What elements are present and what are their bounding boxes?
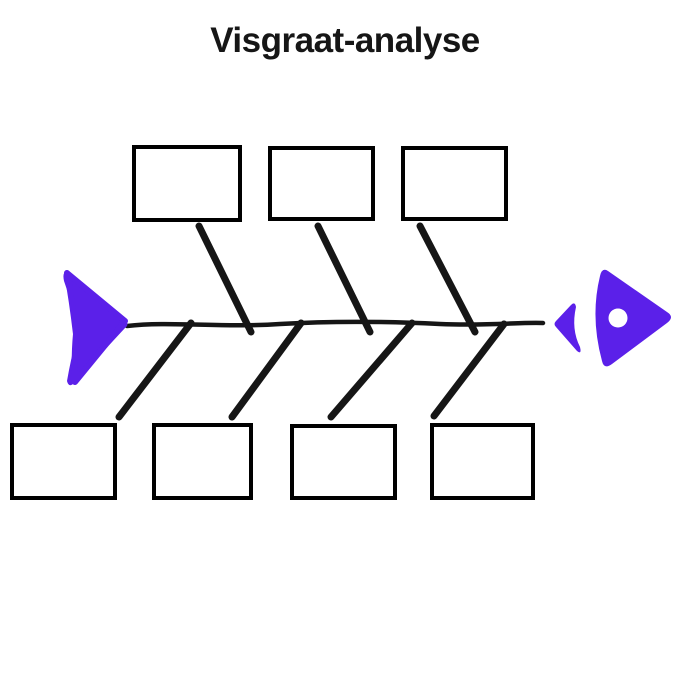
page-title: Visgraat-analyse (210, 21, 480, 60)
cause-box-top-1[interactable] (132, 145, 242, 222)
cause-box-top-3[interactable] (401, 146, 508, 221)
bone-top-2 (314, 222, 374, 336)
cause-box-top-2[interactable] (268, 146, 375, 221)
cause-box-bottom-2[interactable] (152, 423, 253, 500)
fish-tail-outline (64, 270, 128, 385)
bone-bottom-2 (228, 319, 305, 421)
cause-box-bottom-1[interactable] (10, 423, 117, 500)
fish-head-icon (595, 269, 671, 367)
bone-top-1 (195, 222, 255, 336)
fish-eye-icon (608, 308, 628, 328)
bone-bottom-1 (115, 319, 195, 421)
bone-bottom-3 (327, 319, 416, 421)
cause-box-bottom-3[interactable] (290, 424, 397, 500)
fish-gill-icon (554, 303, 581, 353)
bone-bottom-4 (430, 320, 508, 420)
cause-box-bottom-4[interactable] (430, 423, 535, 500)
fish-tail-icon (63, 272, 128, 386)
bone-top-3 (416, 222, 479, 336)
